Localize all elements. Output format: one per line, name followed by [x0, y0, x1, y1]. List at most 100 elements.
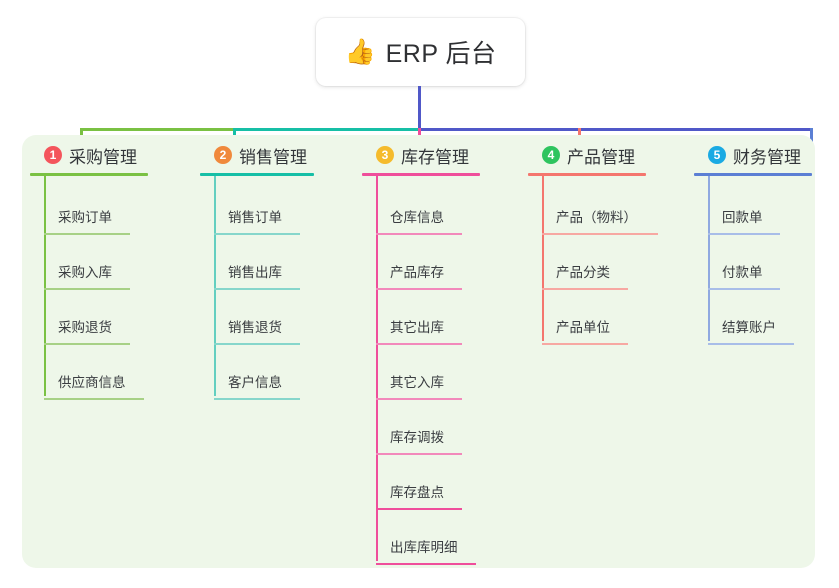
leaf-item[interactable]: 结算账户: [694, 290, 839, 345]
leaf-rule: [376, 398, 462, 400]
leaf-label: 客户信息: [228, 375, 282, 390]
branch-column-2[interactable]: 2 销售管理 销售订单 销售出库 销售退货 客户信息: [200, 142, 350, 400]
leaf-label: 产品分类: [556, 265, 610, 280]
leaf-item[interactable]: 出库库明细: [362, 510, 522, 565]
leaf-item[interactable]: 仓库信息: [362, 180, 522, 235]
leaf-item[interactable]: 产品（物料）: [528, 180, 698, 235]
root-stem-connector: [418, 86, 421, 131]
leaf-label: 回款单: [722, 210, 763, 225]
trunk-segment-mid: [235, 128, 421, 131]
branch-label-4: 产品管理: [567, 147, 635, 167]
trunk-segment-left: [80, 128, 235, 131]
leaf-label: 其它出库: [390, 320, 444, 335]
leaf-list-2: 销售订单 销售出库 销售退货 客户信息: [200, 176, 350, 400]
leaf-rule: [542, 233, 658, 235]
branch-rule-5: [694, 173, 812, 176]
leaf-item[interactable]: 库存调拨: [362, 400, 522, 455]
leaf-item[interactable]: 采购退货: [30, 290, 180, 345]
leaf-item[interactable]: 采购订单: [30, 180, 180, 235]
leaf-label: 库存调拨: [390, 430, 444, 445]
leaf-item[interactable]: 回款单: [694, 180, 839, 235]
leaf-label: 供应商信息: [58, 375, 126, 390]
root-title: ERP 后台: [385, 40, 497, 68]
diagram-panel: [22, 135, 815, 568]
leaf-item[interactable]: 其它入库: [362, 345, 522, 400]
leaf-rule: [214, 398, 300, 400]
leaf-rule: [376, 508, 462, 510]
leaf-item[interactable]: 产品库存: [362, 235, 522, 290]
branch-header-1[interactable]: 1 采购管理: [30, 142, 180, 168]
leaf-rule: [44, 233, 130, 235]
branch-label-5: 财务管理: [733, 147, 801, 167]
leaf-item[interactable]: 产品分类: [528, 235, 698, 290]
leaf-item[interactable]: 采购入库: [30, 235, 180, 290]
thumbs-up-icon: 👍: [344, 37, 376, 66]
branch-label-2: 销售管理: [239, 147, 307, 167]
leaf-rule: [214, 233, 300, 235]
branch-rule-3: [362, 173, 480, 176]
branch-label-3: 库存管理: [401, 147, 469, 167]
branch-header-4[interactable]: 4 产品管理: [528, 142, 698, 168]
leaf-item[interactable]: 产品单位: [528, 290, 698, 345]
branch-column-1[interactable]: 1 采购管理 采购订单 采购入库 采购退货 供应商信息: [30, 142, 180, 400]
root-node[interactable]: 👍 ERP 后台: [316, 18, 525, 86]
leaf-item[interactable]: 供应商信息: [30, 345, 180, 400]
leaf-label: 销售退货: [228, 320, 282, 335]
trunk-segment-right: [418, 128, 813, 131]
branch-header-2[interactable]: 2 销售管理: [200, 142, 350, 168]
branch-spine-1: [44, 176, 46, 396]
leaf-label: 采购入库: [58, 265, 112, 280]
leaf-label: 结算账户: [722, 320, 776, 335]
leaf-rule: [376, 288, 462, 290]
branch-rule-2: [200, 173, 314, 176]
branch-badge-4: 4: [542, 146, 560, 164]
leaf-rule: [708, 233, 780, 235]
leaf-rule: [376, 233, 462, 235]
branch-spine-4: [542, 176, 544, 341]
leaf-label: 出库库明细: [390, 540, 458, 555]
leaf-rule: [376, 343, 462, 345]
leaf-label: 库存盘点: [390, 485, 444, 500]
leaf-rule: [376, 563, 476, 565]
leaf-label: 产品库存: [390, 265, 444, 280]
leaf-label: 产品（物料）: [556, 210, 637, 225]
branch-header-3[interactable]: 3 库存管理: [362, 142, 522, 168]
branch-header-5[interactable]: 5 财务管理: [694, 142, 839, 168]
branch-badge-2: 2: [214, 146, 232, 164]
leaf-label: 销售出库: [228, 265, 282, 280]
leaf-item[interactable]: 销售订单: [200, 180, 350, 235]
leaf-label: 产品单位: [556, 320, 610, 335]
leaf-rule: [44, 343, 130, 345]
leaf-list-5: 回款单 付款单 结算账户: [694, 176, 839, 345]
branch-label-1: 采购管理: [69, 147, 137, 167]
leaf-item[interactable]: 销售出库: [200, 235, 350, 290]
leaf-item[interactable]: 付款单: [694, 235, 839, 290]
branch-badge-1: 1: [44, 146, 62, 164]
branch-spine-3: [376, 176, 378, 561]
leaf-label: 付款单: [722, 265, 763, 280]
branch-column-5[interactable]: 5 财务管理 回款单 付款单 结算账户: [694, 142, 839, 345]
branch-badge-3: 3: [376, 146, 394, 164]
branch-column-4[interactable]: 4 产品管理 产品（物料） 产品分类 产品单位: [528, 142, 698, 345]
leaf-rule: [708, 343, 794, 345]
leaf-item[interactable]: 其它出库: [362, 290, 522, 345]
branch-rule-1: [30, 173, 148, 176]
leaf-rule: [214, 343, 300, 345]
leaf-label: 其它入库: [390, 375, 444, 390]
branch-badge-5: 5: [708, 146, 726, 164]
leaf-rule: [44, 398, 144, 400]
branch-spine-2: [214, 176, 216, 396]
leaf-label: 仓库信息: [390, 210, 444, 225]
leaf-rule: [542, 343, 628, 345]
branch-column-3[interactable]: 3 库存管理 仓库信息 产品库存 其它出库 其它入库 库存调拨: [362, 142, 522, 565]
leaf-item[interactable]: 销售退货: [200, 290, 350, 345]
leaf-rule: [376, 453, 462, 455]
leaf-rule: [542, 288, 628, 290]
leaf-rule: [44, 288, 130, 290]
leaf-item[interactable]: 客户信息: [200, 345, 350, 400]
leaf-item[interactable]: 库存盘点: [362, 455, 522, 510]
leaf-list-4: 产品（物料） 产品分类 产品单位: [528, 176, 698, 345]
leaf-list-3: 仓库信息 产品库存 其它出库 其它入库 库存调拨 库存盘点: [362, 176, 522, 565]
leaf-rule: [708, 288, 780, 290]
